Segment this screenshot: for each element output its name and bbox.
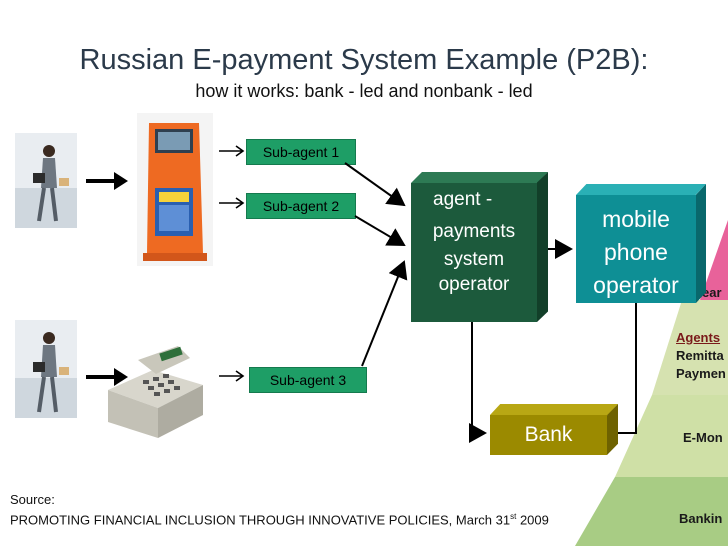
source-text: PROMOTING FINANCIAL INCLUSION THROUGH IN…: [10, 512, 511, 528]
pyramid-layer-agents: [652, 300, 728, 395]
slide-title: Russian E-payment System Example (P2B):: [79, 44, 649, 76]
mobile-box-top: [576, 184, 706, 195]
subagent-2-box: Sub-agent 2: [246, 193, 356, 219]
arrow-right-icon: [219, 197, 245, 209]
arrow-right-icon: [86, 368, 128, 386]
agent-box-side: [537, 172, 548, 322]
agent-line-3: system: [443, 249, 505, 270]
pyramid-label-payments: Paymen: [676, 366, 726, 381]
payment-kiosk-icon: [137, 113, 213, 266]
agent-line-2: payments: [432, 221, 516, 242]
pyramid-label-banking: Bankin: [679, 511, 723, 526]
mobile-line-3: operator: [593, 272, 679, 298]
agent-line-4: operator: [438, 274, 510, 295]
arrow-sub3-to-agent: [361, 260, 408, 367]
pyramid-label-emoney: E-Mon: [683, 430, 723, 445]
mobile-phone-operator-box: mobile phone operator: [576, 195, 696, 303]
mobile-line-2: phone: [604, 239, 668, 265]
slide-subtitle: how it works: bank - led and nonbank - l…: [195, 81, 533, 101]
agent-payments-operator-box: agent - payments system operator: [411, 183, 537, 322]
source-year: 2009: [516, 512, 549, 528]
bank-box-top: [490, 404, 618, 415]
pyramid-graphic: [575, 220, 728, 546]
pyramid-label-agents: Agents: [676, 330, 721, 345]
arrow-right-icon: [219, 145, 245, 157]
subagent-1-box: Sub-agent 1: [246, 139, 356, 165]
pyramid-label-top: ear: [702, 285, 722, 300]
arrow-sub2-to-agent: [354, 215, 406, 247]
arrow-agent-to-bank: [469, 322, 487, 443]
source-sup: st: [510, 512, 517, 521]
bank-box: Bank: [490, 415, 607, 455]
bank-box-side: [607, 404, 618, 455]
pyramid-layer-banking: [575, 477, 728, 546]
pyramid-label-remittance: Remitta: [676, 348, 724, 363]
arrow-right-icon: [86, 172, 128, 190]
source-citation: PROMOTING FINANCIAL INCLUSION THROUGH IN…: [10, 512, 549, 527]
arrow-right-icon: [219, 370, 245, 382]
arrow-sub1-to-agent: [344, 162, 406, 207]
cash-register-icon: [108, 346, 203, 438]
agent-box-top: [411, 172, 548, 183]
mobile-line-1: mobile: [602, 206, 670, 232]
mobile-box-side: [696, 184, 706, 303]
person-icon: [15, 320, 77, 418]
pyramid-layer-emoney: [615, 395, 728, 477]
agent-line-1: agent -: [433, 189, 493, 210]
pyramid-layer-top: [700, 220, 728, 300]
subagent-3-box: Sub-agent 3: [249, 367, 367, 393]
source-label: Source:: [10, 492, 55, 507]
person-icon: [15, 133, 77, 228]
